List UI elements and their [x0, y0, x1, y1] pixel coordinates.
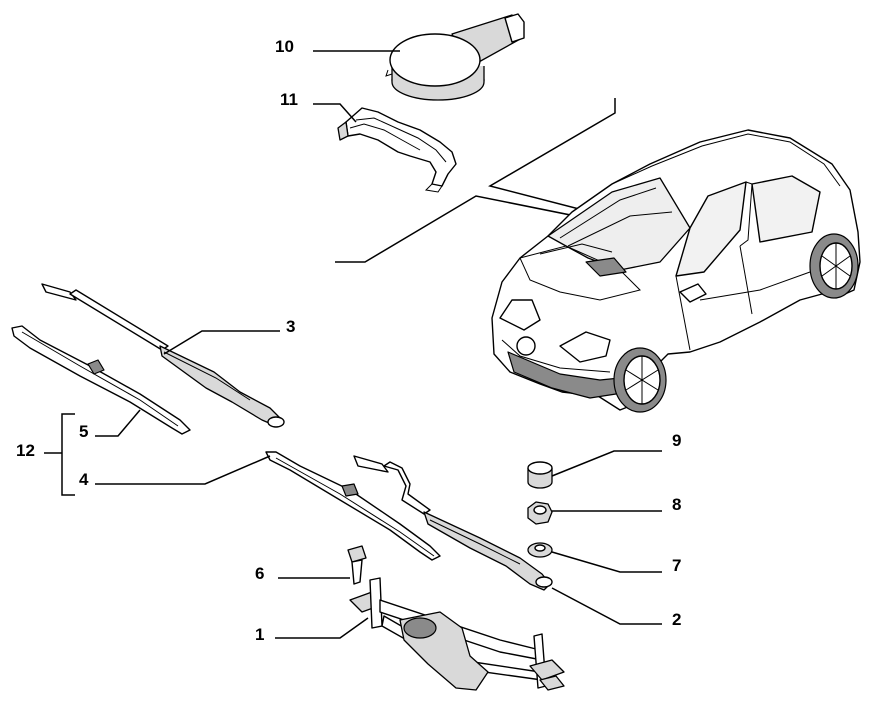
part-6-bolt	[347, 545, 367, 585]
part-2-wiper-arm	[353, 455, 553, 591]
part-8-nut	[527, 501, 553, 525]
callout-4: 4	[79, 470, 89, 489]
callout-10: 10	[275, 37, 294, 56]
callout-3: 3	[286, 317, 296, 336]
callout-9: 9	[672, 431, 682, 450]
callout-2: 2	[672, 610, 682, 629]
part-5-wiper-blade	[11, 325, 191, 435]
leader-lines	[44, 50, 662, 639]
leader-sensor-to-car	[488, 98, 646, 227]
callout-7: 7	[672, 556, 682, 575]
part-11-sensor-bracket	[337, 107, 457, 193]
callout-1: 1	[255, 625, 265, 644]
part-10-rain-sensor	[385, 13, 525, 101]
callout-8: 8	[672, 495, 682, 514]
callout-12: 12	[16, 441, 35, 460]
callout-6: 6	[255, 564, 265, 583]
part-4-wiper-blade	[265, 451, 441, 561]
part-9-cap	[527, 461, 553, 489]
part-1-wiper-linkage	[349, 577, 565, 691]
callout-5: 5	[79, 422, 89, 441]
part-7-washer	[527, 542, 553, 558]
car-illustration	[491, 129, 861, 413]
part-3-wiper-arm	[41, 283, 285, 428]
leader-bracket-to-car	[335, 195, 641, 263]
callout-11: 11	[280, 90, 298, 109]
